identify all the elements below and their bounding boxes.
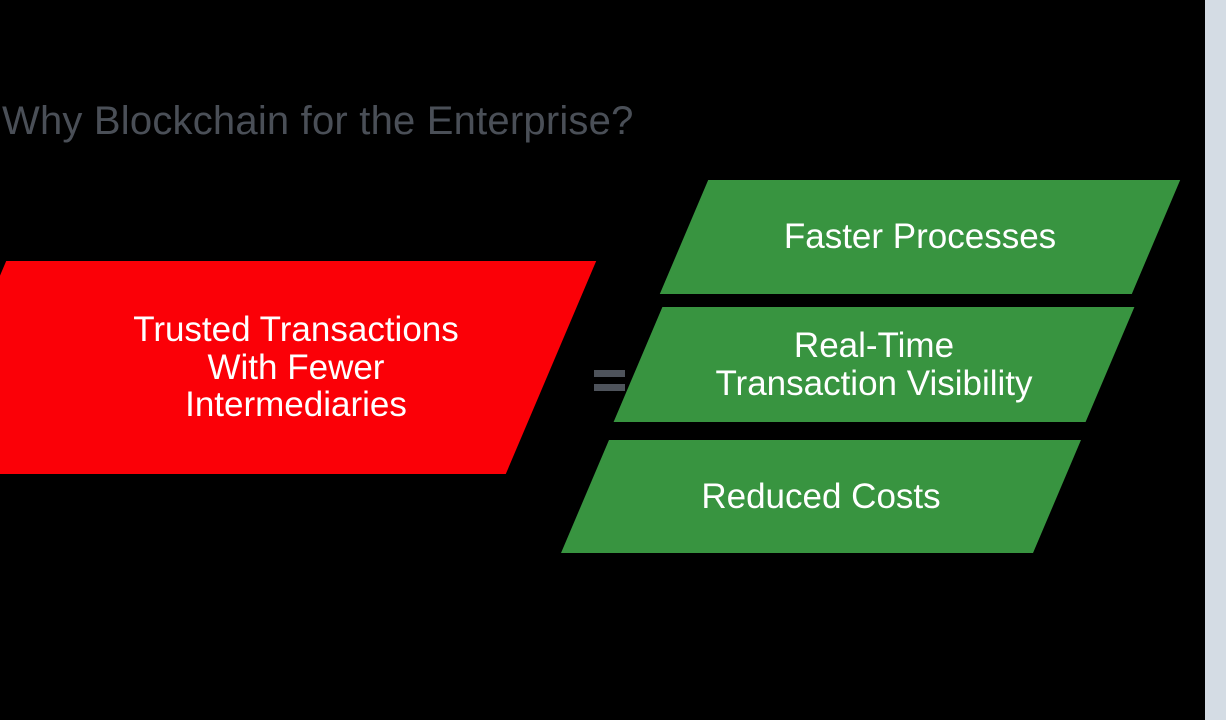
shape-real-time-transaction-visibility[interactable]: Real-Time Transaction Visibility	[613, 307, 1135, 422]
shape-label-faster-processes: Faster Processes	[684, 180, 1156, 294]
shape-label-reduced-costs: Reduced Costs	[585, 440, 1057, 553]
equals-sign-icon	[594, 370, 625, 394]
shape-trusted-transactions[interactable]: Trusted Transactions With Fewer Intermed…	[0, 261, 597, 474]
label-line-1: Faster Processes	[783, 217, 1057, 257]
equals-bar-top	[594, 370, 625, 377]
shape-reduced-costs[interactable]: Reduced Costs	[561, 440, 1081, 553]
label-line-1: Trusted Transactions	[133, 309, 459, 349]
shape-label-real-time-transaction-visibility: Real-Time Transaction Visibility	[638, 307, 1110, 422]
label-line-1: Real-Time	[793, 325, 955, 365]
label-line-1: Reduced Costs	[701, 476, 941, 516]
equals-bar-bottom	[594, 384, 625, 391]
shape-label-trusted-transactions: Trusted Transactions With Fewer Intermed…	[0, 261, 591, 474]
label-line-2: Transaction Visibility	[715, 363, 1033, 403]
label-line-3: Intermediaries	[185, 385, 407, 425]
page-title: Why Blockchain for the Enterprise?	[2, 99, 634, 143]
right-edge-strip	[1205, 0, 1226, 720]
label-line-2: With Fewer	[207, 347, 385, 387]
shape-faster-processes[interactable]: Faster Processes	[659, 180, 1181, 294]
